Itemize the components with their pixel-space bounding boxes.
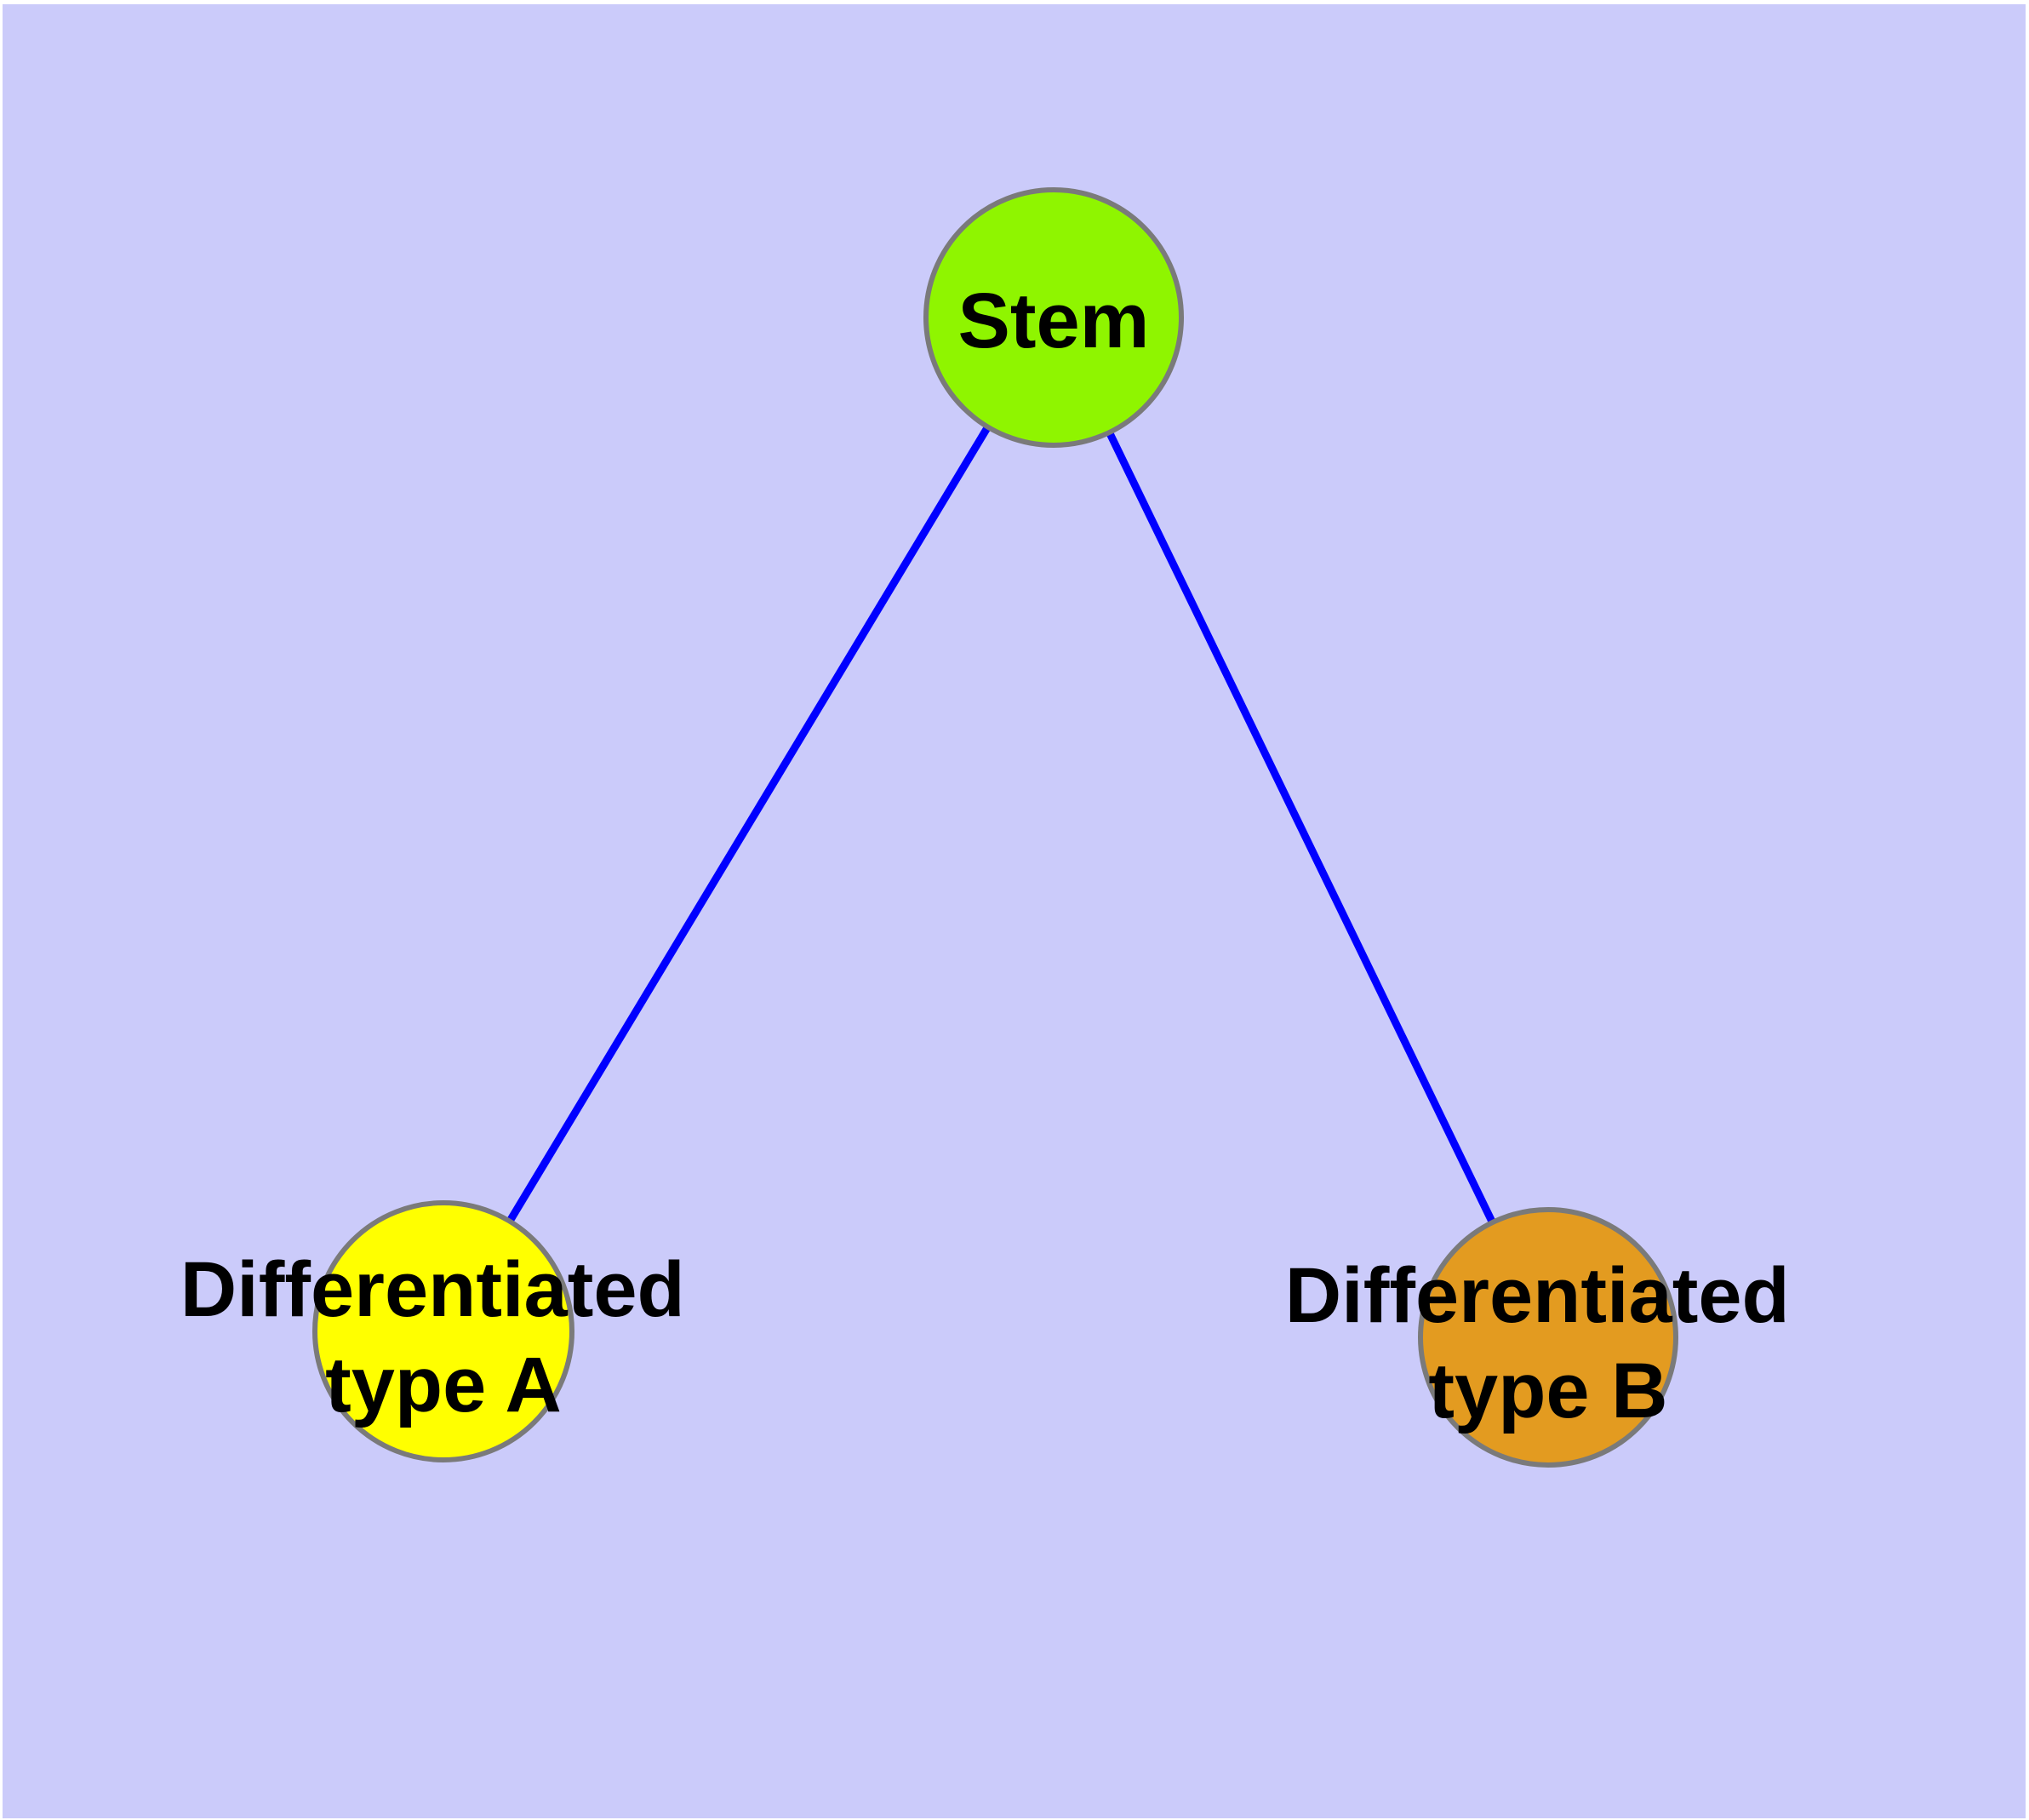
node-label-differentiated-type-a-line1: Differentiated [180, 1246, 685, 1333]
node-label-differentiated-type-b: Differentiated type B [1285, 1252, 1812, 1434]
edge-stem-to-differentiated-type-b [1049, 316, 1552, 1339]
node-label-stem: Stem [958, 278, 1150, 364]
node-label-differentiated-type-a: Differentiated type A [180, 1246, 707, 1428]
node-differentiated-type-b [1418, 1207, 1678, 1468]
node-label-differentiated-type-b-line1: Differentiated [1285, 1252, 1790, 1339]
edge-stem-to-differentiated-type-a [440, 315, 1057, 1334]
node-stem [923, 187, 1184, 448]
node-differentiated-type-a [312, 1200, 574, 1462]
node-label-differentiated-type-a-line2: type A [325, 1342, 562, 1428]
node-label-differentiated-type-b-line2: type B [1428, 1348, 1667, 1434]
